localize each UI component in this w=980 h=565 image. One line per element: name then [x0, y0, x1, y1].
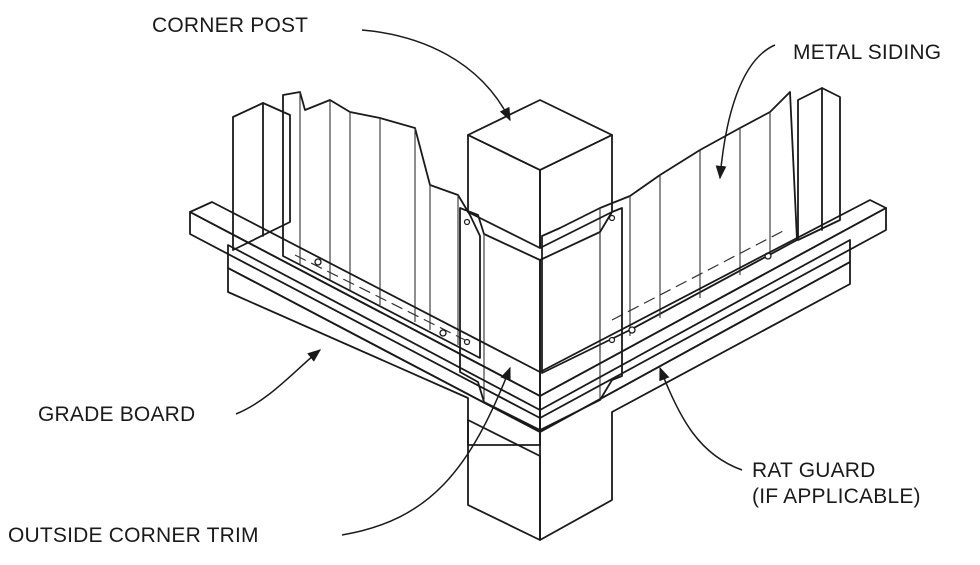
label-corner-post: CORNER POST	[152, 14, 309, 37]
right-girt-block	[797, 87, 841, 241]
outside-corner-trim-shape	[459, 207, 623, 431]
left-girt-block	[232, 102, 291, 251]
leader-rat-guard	[659, 366, 743, 471]
left-metal-siding	[282, 91, 481, 359]
label-grade-board: GRADE BOARD	[38, 403, 196, 426]
leader-grade-board	[235, 349, 322, 415]
leader-corner-post	[361, 29, 511, 122]
grade-board-rat-guard	[189, 199, 887, 541]
corner-post-block	[467, 99, 613, 249]
leader-outside-corner-trim	[341, 366, 511, 536]
label-rat-guard: RAT GUARD (IF APPLICABLE)	[752, 459, 921, 508]
label-outside-corner-trim: OUTSIDE CORNER TRIM	[8, 524, 259, 547]
right-metal-siding	[541, 91, 798, 374]
label-metal-siding: METAL SIDING	[793, 41, 942, 64]
leader-metal-siding	[715, 44, 776, 180]
